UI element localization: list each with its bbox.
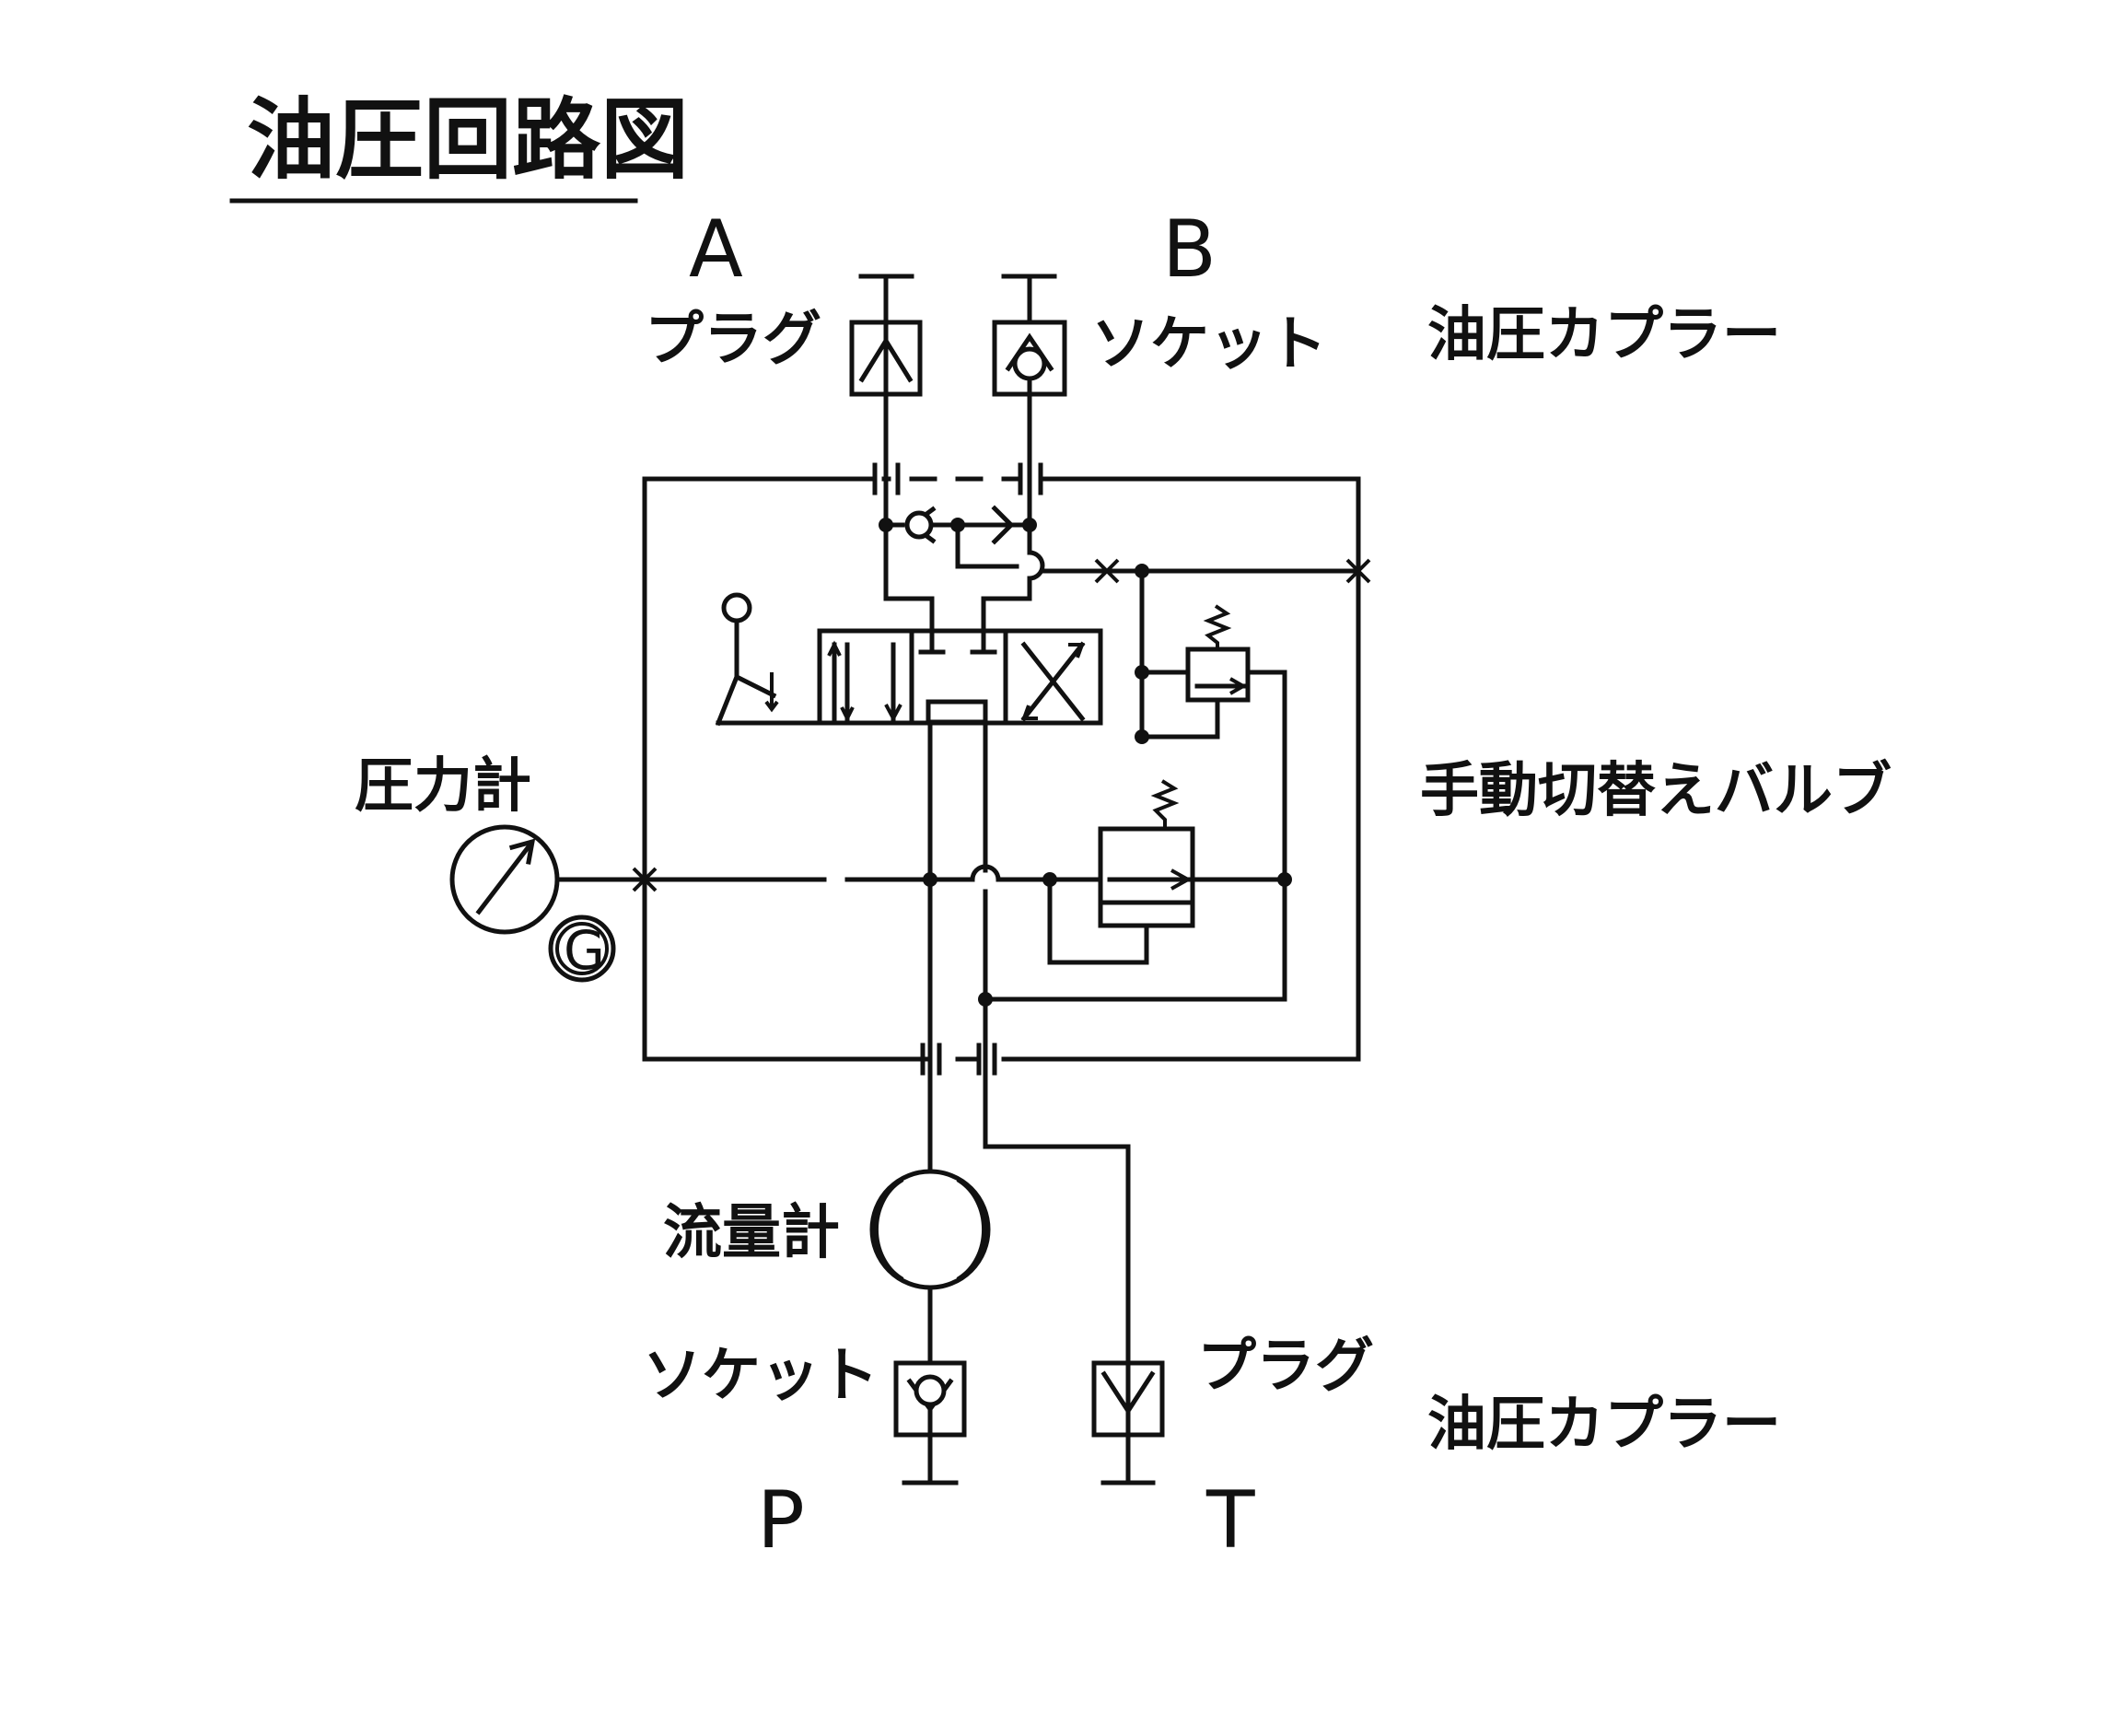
plug-top-label: プラグ xyxy=(645,306,821,374)
coupler-top-label: 油圧カプラー xyxy=(1427,301,1781,369)
pressure-gauge-label: 圧力計 xyxy=(355,752,531,821)
gauge-g-letter: G xyxy=(564,919,605,982)
pilot-relief-valve xyxy=(1139,568,1287,740)
bleed-valve-left xyxy=(1094,558,1120,584)
port-a-label: A xyxy=(689,204,743,296)
junction-pilot-b xyxy=(1135,729,1149,744)
port-b-label: B xyxy=(1162,204,1217,296)
flow-meter xyxy=(869,1169,991,1290)
manual-directional-valve xyxy=(715,592,1103,727)
socket-top-label: ソケット xyxy=(1091,310,1327,379)
valve-port-a xyxy=(883,596,935,647)
bleed-valve-right xyxy=(1345,558,1371,584)
coupler-bottom-label: 油圧カプラー xyxy=(1427,1391,1781,1459)
socket-bottom-label: ソケット xyxy=(643,1342,879,1410)
manual-valve-label: 手動切替えバルブ xyxy=(1420,757,1892,825)
plug-bottom-label: プラグ xyxy=(1197,1333,1374,1401)
pressure-gauge xyxy=(449,824,560,935)
gauge-shutoff-valve xyxy=(632,867,658,892)
flow-meter-label: 流量計 xyxy=(663,1199,840,1267)
coupler-p-socket xyxy=(893,1360,967,1486)
line-t-crossover xyxy=(970,864,1001,882)
coupler-t-plug xyxy=(1091,1360,1165,1486)
line-b-crossover xyxy=(1027,550,1045,581)
junction-t-return xyxy=(978,992,993,1007)
port-p-label: P xyxy=(757,1474,805,1567)
gauge-g-mark: G xyxy=(548,915,616,983)
junction-pilot-a xyxy=(1135,665,1149,680)
coupler-a-plug xyxy=(849,274,923,397)
main-relief-valve xyxy=(1047,779,1195,965)
line-t-out xyxy=(983,1144,1131,1426)
diagram-title: 油圧回路図 xyxy=(247,88,689,192)
port-t-label: T xyxy=(1205,1474,1255,1567)
check-valve-ab xyxy=(879,505,1037,569)
coupler-b-socket xyxy=(992,274,1067,397)
junction-p xyxy=(923,872,937,887)
unit-enclosure xyxy=(642,462,1361,1076)
